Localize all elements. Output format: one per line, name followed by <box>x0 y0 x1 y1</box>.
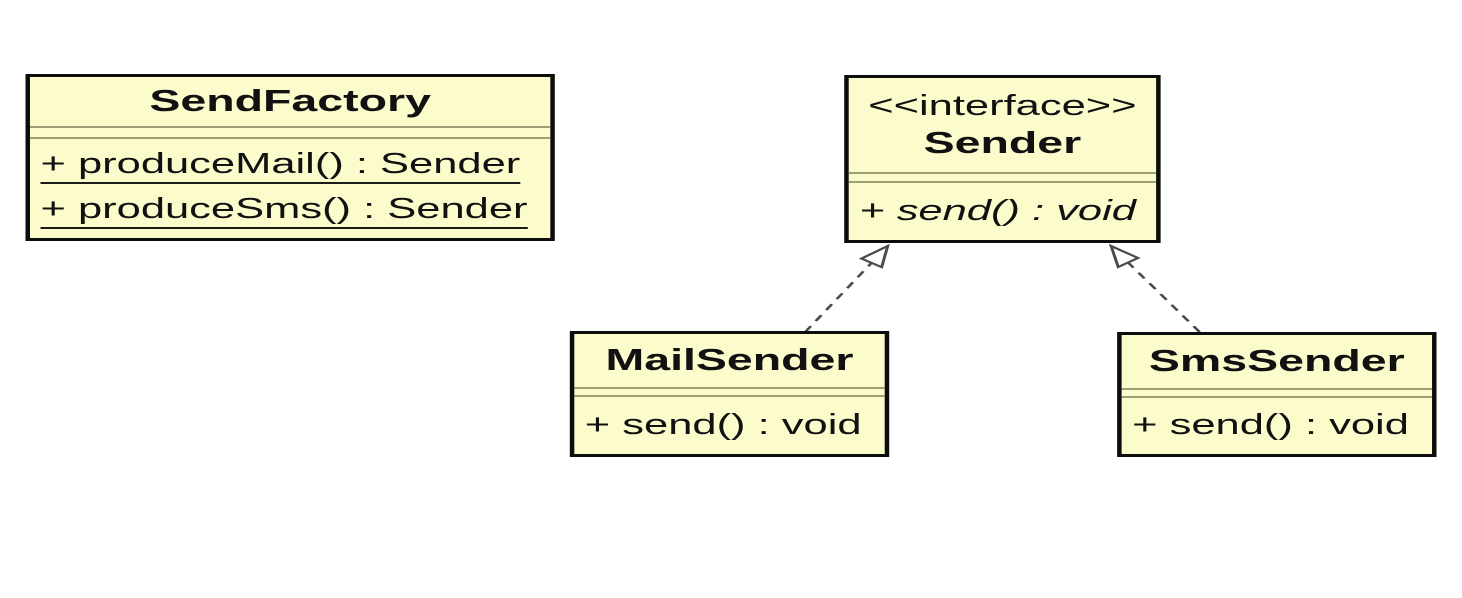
method-label: + send() : void <box>859 194 1136 227</box>
class-box-mailsender: MailSender + send() : void <box>569 331 890 457</box>
method-producesms: + produceSms() : Sender <box>40 193 539 230</box>
method-send: + send() : void <box>1132 409 1421 442</box>
methods-compartment: + send() : void <box>849 183 1156 240</box>
attributes-compartment-empty <box>574 387 885 397</box>
class-name: MailSender <box>605 342 854 378</box>
class-box-sendfactory: SendFactory + produceMail() : Sender + p… <box>25 74 555 241</box>
class-title-compartment: SmsSender <box>1122 335 1432 388</box>
method-label: + produceSms() : Sender <box>40 193 528 230</box>
method-send: + send() : void <box>585 409 874 442</box>
class-title-compartment: <<interface>> Sender <box>849 78 1156 172</box>
methods-compartment: + produceMail() : Sender + produceSms() … <box>30 139 550 238</box>
class-name: Sender <box>923 124 1082 160</box>
method-label: + send() : void <box>1132 409 1409 442</box>
attributes-compartment-empty <box>848 172 1157 183</box>
attributes-compartment-empty <box>1121 388 1433 398</box>
method-producemail: + produceMail() : Sender <box>40 148 539 185</box>
realization-arrow-smssender-to-sender <box>1108 243 1201 333</box>
methods-compartment: + send() : void <box>1122 398 1432 454</box>
class-name: SendFactory <box>149 83 431 119</box>
interface-stereotype-label: <<interface>> <box>868 89 1137 122</box>
class-name: SmsSender <box>1148 343 1405 379</box>
class-title-compartment: MailSender <box>574 334 884 387</box>
class-box-sender-interface: <<interface>> Sender + send() : void <box>844 75 1161 243</box>
method-send: + send() : void <box>859 195 1145 228</box>
realization-arrow-mailsender-to-sender <box>803 243 890 333</box>
methods-compartment: + send() : void <box>574 397 884 454</box>
class-box-smssender: SmsSender + send() : void <box>1117 332 1437 457</box>
method-label: + produceMail() : Sender <box>40 148 521 185</box>
method-label: + send() : void <box>584 408 862 441</box>
class-title-compartment: SendFactory <box>30 77 550 126</box>
attributes-compartment-empty <box>29 126 551 139</box>
